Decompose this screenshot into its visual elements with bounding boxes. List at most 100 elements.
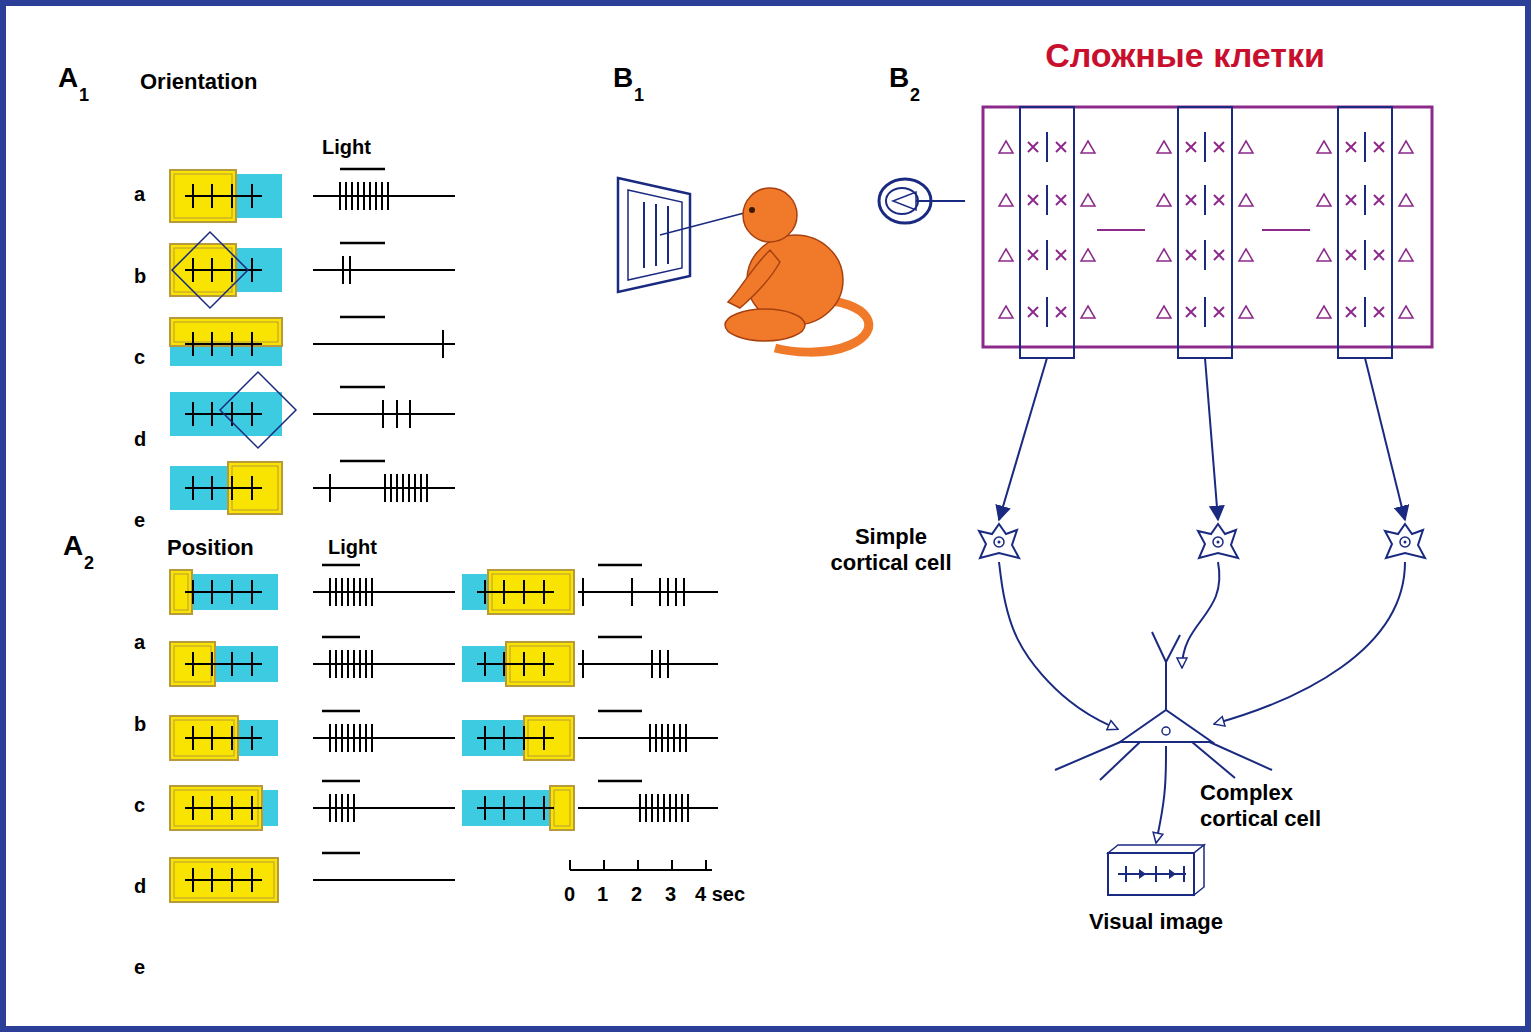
tick <box>192 258 194 282</box>
cell-cross <box>1374 307 1384 317</box>
spike <box>335 578 337 606</box>
cell-triangle <box>1081 194 1095 206</box>
tick <box>192 184 194 208</box>
image-tick <box>1155 866 1157 882</box>
title: Сложные клетки <box>1010 38 1360 72</box>
spike <box>651 794 653 822</box>
cell-triangle <box>1157 194 1171 206</box>
cell-triangle <box>1399 194 1413 206</box>
tick <box>251 726 253 750</box>
dendrites <box>1055 632 1272 780</box>
receptive-field <box>462 786 574 830</box>
light-on-bar <box>340 460 385 463</box>
spike <box>687 794 689 822</box>
spike <box>651 650 653 678</box>
orientation-line <box>1046 185 1048 215</box>
spike <box>371 650 373 678</box>
cell-triangle <box>999 194 1013 206</box>
scale-tick <box>603 860 605 870</box>
spike-train <box>578 565 718 606</box>
spike <box>365 724 367 752</box>
column-outline <box>1020 107 1074 358</box>
spike <box>661 724 663 752</box>
tick <box>192 868 194 892</box>
label: 2 <box>631 884 642 904</box>
tick-axis <box>477 591 554 593</box>
on-outline <box>174 322 278 342</box>
spike <box>342 256 344 284</box>
baseline <box>313 269 455 271</box>
light-on-bar <box>322 780 360 783</box>
tick <box>231 726 233 750</box>
tick <box>523 726 525 750</box>
cell-cross <box>1186 142 1196 152</box>
scale-tick <box>569 860 571 870</box>
on-outline <box>170 786 262 830</box>
cell-cross <box>1028 250 1038 260</box>
orientation-line <box>1204 132 1206 162</box>
baseline <box>313 343 455 345</box>
spike <box>683 578 685 606</box>
spike <box>353 650 355 678</box>
receptive-field <box>170 170 282 222</box>
tick <box>211 796 213 820</box>
cell-cross <box>1056 142 1066 152</box>
receptive-field <box>170 318 282 366</box>
receptive-field <box>170 642 278 686</box>
cell-triangle <box>1239 306 1253 318</box>
projection-arrow <box>1205 358 1218 520</box>
spike <box>349 256 351 284</box>
box-side <box>1194 845 1204 895</box>
cell-cross <box>1346 142 1356 152</box>
spike <box>347 724 349 752</box>
cell-cross <box>1186 250 1196 260</box>
on-outline <box>170 318 282 346</box>
eye <box>879 179 965 223</box>
tick <box>211 868 213 892</box>
label: 0 <box>564 884 575 904</box>
cell-label: Complex cortical cell <box>1200 780 1370 833</box>
spike <box>347 650 349 678</box>
image-tick <box>1183 866 1185 882</box>
spike <box>351 182 353 210</box>
tick <box>523 652 525 676</box>
spike <box>339 182 341 210</box>
spike <box>335 650 337 678</box>
tick-axis <box>185 269 262 271</box>
spike <box>396 474 398 502</box>
spike <box>669 794 671 822</box>
spike <box>655 724 657 752</box>
on-outline <box>554 790 570 826</box>
scale-axis <box>570 869 712 871</box>
tick <box>251 184 253 208</box>
cell-cross <box>1214 250 1224 260</box>
tick <box>211 726 213 750</box>
spike <box>426 474 428 502</box>
spike <box>341 650 343 678</box>
image-arrowhead <box>1139 869 1146 879</box>
cell-cross <box>1346 307 1356 317</box>
tick <box>251 332 253 356</box>
spike <box>681 794 683 822</box>
cell-triangle <box>999 306 1013 318</box>
visual-image-box-shape <box>1106 843 1206 897</box>
label: Light <box>328 537 377 557</box>
tick-axis <box>185 737 262 739</box>
spike <box>649 724 651 752</box>
label: Light <box>322 137 371 157</box>
cell-triangle <box>1317 141 1331 153</box>
tick-axis <box>185 195 262 197</box>
cortical-column <box>1157 107 1253 358</box>
spike <box>685 724 687 752</box>
label: A <box>63 532 83 560</box>
tick-axis <box>477 807 554 809</box>
cell-triangle <box>1081 249 1095 261</box>
cell-cross <box>1214 307 1224 317</box>
receptive-field <box>170 372 296 448</box>
nucleus <box>1162 727 1170 735</box>
spike <box>369 182 371 210</box>
nucleolus <box>998 541 1001 544</box>
spike <box>382 400 384 428</box>
tick <box>543 580 545 604</box>
light-on-bar <box>340 242 385 245</box>
